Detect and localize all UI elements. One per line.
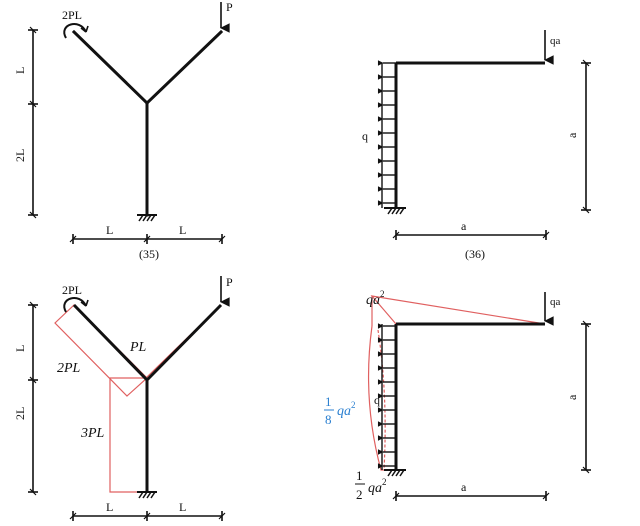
moment-value-mid: 1 8 qa2: [324, 394, 356, 427]
fixed-support-36: [384, 207, 406, 215]
moment-value-left-arm: 2PL: [57, 361, 81, 376]
fraction-term: qa2: [368, 477, 387, 496]
fixed-support-35: [137, 214, 157, 222]
dimension-horizontal-35: [69, 234, 226, 244]
dimension-vertical-m35: [28, 301, 38, 496]
moment-value-bottom: 1 2 qa2: [355, 468, 387, 502]
point-load-qa-label: qa: [550, 296, 561, 308]
fraction-denominator: 8: [325, 412, 332, 427]
dimension-vertical-m36: [581, 320, 591, 474]
moment-shape-36: [367, 295, 546, 471]
dimension-horizontal-m35: [69, 511, 226, 521]
moment-diagram-35: L 2L 2PL P PL 2PL 3PL: [13, 275, 233, 521]
moment-shape-35: [54, 304, 222, 493]
dimension-vertical-36: [581, 59, 591, 214]
moment-load-label: 2PL: [62, 283, 82, 297]
distributed-load-36: [377, 60, 396, 208]
fraction-numerator: 1: [356, 468, 363, 483]
dim-label-2L-lower: 2L: [13, 407, 27, 420]
dimension-horizontal-36: [392, 230, 550, 240]
fixed-support-m36: [384, 469, 406, 477]
dist-load-label: q: [362, 129, 368, 143]
dim-label-a-height: a: [565, 132, 579, 138]
moment-value-right-arm: PL: [129, 340, 147, 355]
distributed-load-m36: [377, 323, 396, 470]
dim-label-L-right: L: [179, 223, 186, 237]
dim-label-a-width: a: [461, 480, 467, 494]
dim-label-L-left: L: [106, 223, 113, 237]
frame-35: L 2L 2PL P: [13, 0, 233, 261]
moment-value-column: 3PL: [80, 426, 105, 441]
caption-35: (35): [139, 247, 159, 261]
moment-load-label: 2PL: [62, 8, 82, 22]
moment-arrowhead-icon: [80, 299, 89, 307]
frame-36: q qa a a (36): [362, 30, 591, 261]
fraction-denominator: 2: [356, 487, 363, 502]
moment-arc-icon: [63, 297, 87, 313]
dim-label-L-upper: L: [13, 67, 27, 74]
dimension-horizontal-m36: [392, 491, 550, 501]
dim-label-L-left: L: [106, 500, 113, 514]
dimension-vertical-35: [28, 26, 38, 219]
caption-36: (36): [465, 247, 485, 261]
dim-label-L-upper: L: [13, 345, 27, 352]
dim-label-L-right: L: [179, 500, 186, 514]
point-load-qa-label: qa: [550, 35, 561, 47]
fraction-numerator: 1: [325, 394, 332, 409]
l-frame-members-36: [394, 61, 545, 208]
moment-arrowhead-icon: [80, 25, 89, 33]
dim-label-a-width: a: [461, 219, 467, 233]
moment-value-top: qa2: [366, 289, 385, 308]
dist-load-label: q: [374, 393, 380, 407]
point-load-label: P: [226, 275, 233, 289]
point-load-label: P: [226, 0, 233, 14]
fraction-term: qa2: [337, 400, 356, 419]
y-frame-members-35: [71, 29, 224, 217]
moment-arc-icon: [63, 23, 87, 39]
l-frame-members-m36: [394, 322, 545, 470]
moment-diagram-36: q qa qa2 1 8 qa2 1 2 qa2: [324, 289, 591, 502]
dim-label-2L-lower: 2L: [13, 149, 27, 162]
y-frame-members-m35: [72, 303, 223, 492]
dim-label-a-height: a: [565, 394, 579, 400]
fixed-support-m35: [137, 491, 157, 499]
